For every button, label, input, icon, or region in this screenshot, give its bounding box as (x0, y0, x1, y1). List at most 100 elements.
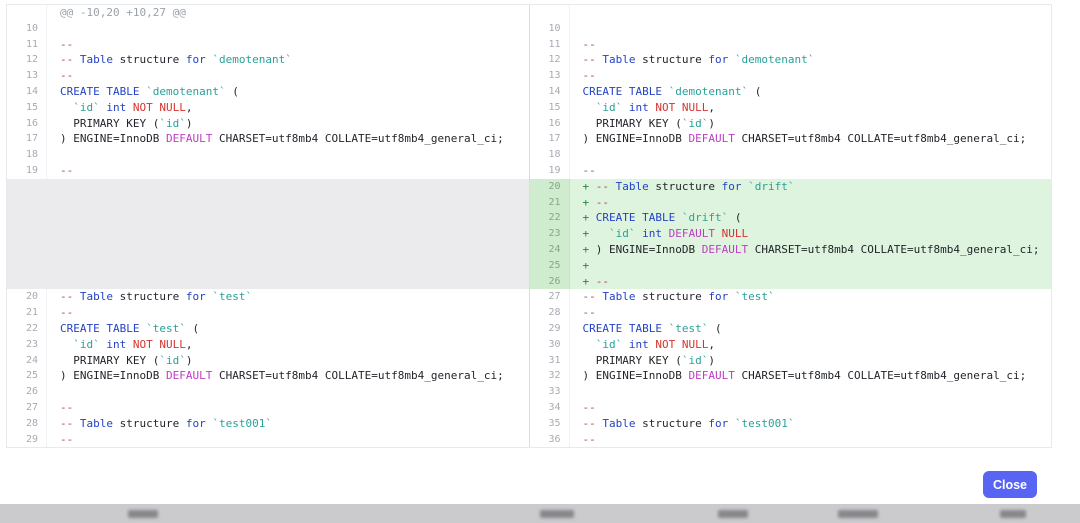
code-text: @@ -10,20 +10,27 @@ (60, 6, 186, 19)
diff-line-left: 24 PRIMARY KEY (`id`) (7, 352, 529, 369)
diff-line-right: 21+ -- (529, 194, 1051, 211)
line-number: 23 (7, 336, 47, 353)
line-number: 14 (7, 83, 47, 100)
line-number: 17 (7, 131, 47, 148)
diff-line-right: 29 CREATE TABLE `test` ( (530, 320, 1052, 337)
code-text: CREATE TABLE `demotenant` ( (582, 84, 762, 98)
line-number: 13 (7, 68, 47, 84)
line-number: 36 (530, 431, 570, 448)
line-number: 35 (530, 415, 570, 432)
diff-line-right: 16 PRIMARY KEY (`id`) (530, 115, 1052, 132)
diff-line-right: 26+ -- (529, 273, 1051, 290)
diff-line-right: 33 (530, 384, 1052, 400)
line-number (530, 5, 570, 21)
code-text: -- Table structure for `test` (60, 290, 253, 304)
diff-line-left: 27-- (7, 399, 529, 416)
line-number: 19 (7, 162, 47, 179)
diff-line-right: 11 -- (530, 36, 1052, 53)
code-text (47, 242, 529, 258)
close-button[interactable]: Close (983, 471, 1037, 498)
line-number: 16 (7, 115, 47, 132)
line-number: 11 (530, 36, 570, 53)
code-text: + -- (582, 274, 610, 288)
code-text: -- (582, 69, 596, 83)
code-text: -- Table structure for `test001` (582, 416, 795, 430)
diff-line-left: 29-- (7, 431, 529, 448)
line-number (7, 210, 47, 226)
diff-line-left (7, 241, 529, 258)
line-number: 17 (530, 131, 570, 148)
code-text: -- (582, 37, 596, 51)
code-text: + ) ENGINE=InnoDB DEFAULT CHARSET=utf8mb… (582, 242, 1040, 256)
line-number: 19 (530, 162, 570, 179)
code-text: -- (582, 432, 596, 446)
code-text: `id` int NOT NULL, (595, 100, 715, 114)
line-number (7, 274, 47, 290)
code-text: CREATE TABLE `test` ( (582, 321, 722, 335)
line-number: 25 (7, 368, 47, 385)
line-number: 12 (7, 52, 47, 69)
diff-line-left: 13-- (7, 68, 529, 84)
line-number: 21 (7, 305, 47, 321)
line-number: 13 (530, 68, 570, 84)
diff-line-left: 14 CREATE TABLE `demotenant` ( (7, 83, 529, 100)
line-number: 27 (7, 399, 47, 416)
diff-line-right: 31 PRIMARY KEY (`id`) (530, 352, 1052, 369)
diff-line-left: 10 (7, 20, 529, 37)
diff-line-right: 35 -- Table structure for `test001` (530, 415, 1052, 432)
line-number: 10 (7, 20, 47, 37)
code-text: CREATE TABLE `test` ( (60, 321, 200, 335)
code-text (47, 258, 529, 274)
diff-line-left: 19 -- (7, 162, 529, 179)
diff-line-right: 17 ) ENGINE=InnoDB DEFAULT CHARSET=utf8mb… (530, 131, 1052, 148)
diff-line-left: 26 (7, 384, 529, 400)
line-number: 20 (7, 289, 47, 306)
code-text (570, 5, 1052, 21)
line-number: 28 (530, 305, 570, 321)
diff-line-left: 16 PRIMARY KEY (`id`) (7, 115, 529, 132)
code-text: + -- Table structure for `drift` (582, 179, 795, 193)
background-text-blur (1000, 510, 1026, 518)
line-number: 29 (530, 320, 570, 337)
code-text: CREATE TABLE `demotenant` ( (60, 84, 239, 98)
code-text: PRIMARY KEY (`id`) (582, 353, 715, 367)
code-text (570, 384, 1052, 400)
code-text (570, 21, 1052, 37)
diff-line-right: 23+ `id` int DEFAULT NULL (529, 226, 1051, 242)
code-text (47, 147, 529, 163)
diff-line-right: 24+ ) ENGINE=InnoDB DEFAULT CHARSET=utf8… (529, 241, 1051, 258)
code-text: ) ENGINE=InnoDB DEFAULT CHARSET=utf8mb4 … (60, 369, 504, 383)
diff-line-left: 18 (7, 147, 529, 163)
diff-line-left: 25 ) ENGINE=InnoDB DEFAULT CHARSET=utf8mb… (7, 368, 529, 385)
code-text (47, 274, 529, 290)
line-number: 21 (529, 194, 570, 211)
diff-line-left (7, 226, 529, 242)
background-text-blur (540, 510, 574, 518)
diff-line-right: 25+ (529, 257, 1051, 274)
diff-line-right (530, 5, 1052, 21)
diff-line-right: 13 -- (530, 68, 1052, 84)
line-number: 24 (7, 352, 47, 369)
code-text: -- (60, 163, 74, 177)
line-number: 30 (530, 336, 570, 353)
line-number (7, 195, 47, 211)
diff-line-right: 19 -- (530, 162, 1052, 179)
code-text (47, 384, 529, 400)
code-text: + `id` int DEFAULT NULL (582, 227, 749, 241)
diff-line-left (7, 178, 529, 195)
code-text: -- (582, 400, 596, 414)
diff-line-right: 28-- (530, 305, 1052, 321)
code-text (47, 195, 529, 211)
diff-line-left: 20 -- Table structure for `test` (7, 289, 529, 306)
code-text: -- Table structure for `demotenant` (582, 53, 815, 67)
line-number: 18 (530, 147, 570, 163)
diff-line-right: 12-- Table structure for `demotenant` (530, 52, 1052, 69)
code-text (47, 21, 529, 37)
code-text: -- (582, 163, 596, 177)
code-text: PRIMARY KEY (`id`) (582, 116, 715, 130)
code-text: ) ENGINE=InnoDB DEFAULT CHARSET=utf8mb4 … (582, 132, 1027, 146)
